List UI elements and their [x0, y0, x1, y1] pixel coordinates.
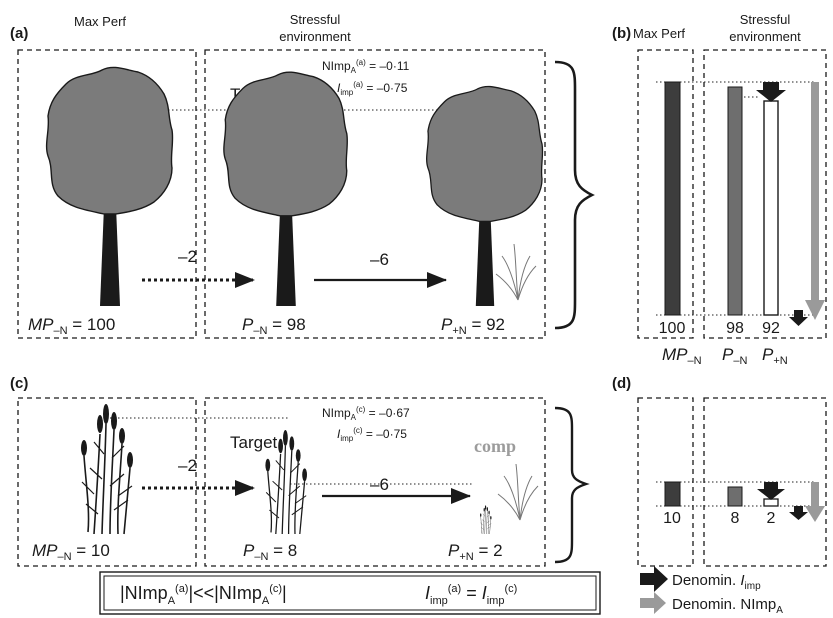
- arrow1-label-c: –2: [178, 456, 197, 475]
- p-minus-label-a: P–N = 98: [242, 315, 306, 337]
- box-stressful-c: [204, 397, 546, 567]
- nimp-a: NImpA(a) = –0·11: [322, 58, 410, 75]
- grass-a-icon: [495, 243, 537, 301]
- panel-label-d: (d): [612, 375, 631, 392]
- bar-value-d-2: 2: [767, 510, 776, 527]
- bar-value-d-1: 8: [731, 510, 740, 527]
- bar-p-plus-b: [763, 100, 779, 316]
- summary-box: [99, 571, 601, 615]
- p-plus-label-c: P+N = 2: [448, 541, 503, 563]
- legend-black-label: Denomin. Iimp: [672, 572, 761, 592]
- black-down-arrow-bottom-d-icon: [789, 506, 808, 520]
- header-stressful-b-1: Stressful: [740, 12, 791, 27]
- header-max-perf-a: Max Perf: [74, 14, 126, 29]
- legend-black-arrow-icon: [640, 566, 668, 592]
- panel-label-b: (b): [612, 25, 631, 42]
- bar-mp-d: [664, 481, 681, 507]
- axis-label-p-plus-b: P+N: [762, 345, 788, 367]
- mp-label-a: MP–N = 100: [28, 315, 115, 337]
- grass-c-icon: [497, 463, 539, 521]
- target-label-c: Target: [230, 433, 278, 452]
- bar-value-b-0: 100: [659, 320, 686, 337]
- brace-c: [554, 406, 590, 564]
- header-max-perf-b: Max Perf: [633, 26, 685, 41]
- p-plus-label-a: P+N = 92: [441, 315, 505, 337]
- summary-inequality: |NImpA(a)|<<|NImpA(c)|: [120, 583, 287, 607]
- black-down-arrow-top-d-icon: [757, 482, 785, 500]
- legend-gray-label: Denomin. NImpA: [672, 596, 783, 616]
- axis-label-mp-b: MP–N: [662, 345, 702, 367]
- bar-value-b-1: 98: [726, 320, 744, 337]
- tree-maxperf-icon: [45, 66, 174, 307]
- bar-mp-b: [664, 81, 681, 316]
- axis-label-p-minus-b: P–N: [722, 345, 747, 367]
- box-max-perf-b: [637, 49, 694, 339]
- box-max-perf-a: [17, 49, 197, 339]
- box-stressful-b: [703, 49, 827, 339]
- bar-value-b-2: 92: [762, 320, 780, 337]
- header-stressful-b-2: environment: [729, 29, 801, 44]
- gray-down-arrow-d-icon: [805, 482, 825, 522]
- bar-p-minus-b: [727, 86, 743, 316]
- p-minus-label-c: P–N = 8: [243, 541, 297, 563]
- comp-label-c: comp: [474, 436, 516, 456]
- brace-a: [554, 60, 595, 330]
- reed-maxperf-icon: [80, 403, 134, 535]
- iimp-a: Iimp(a) = –0·75: [337, 80, 408, 97]
- arrow2-label-c: –6: [370, 475, 389, 494]
- arrow2-label-a: –6: [370, 250, 389, 269]
- panel-label-a: (a): [10, 25, 28, 42]
- black-down-arrow-top-b-icon: [756, 82, 786, 102]
- reed-comp-icon: [479, 505, 492, 535]
- tree-comp-icon: [426, 85, 544, 307]
- box-stressful-a: [204, 49, 546, 339]
- box-max-perf-c: [17, 397, 197, 567]
- mp-label-c: MP–N = 10: [32, 541, 110, 563]
- gray-down-arrow-b-icon: [805, 82, 825, 320]
- summary-equality: Iimp(a) = Iimp(c): [425, 583, 517, 607]
- iimp-c: Iimp(c) = –0·75: [337, 426, 407, 443]
- header-stressful-a-1: Stressful: [290, 12, 341, 27]
- black-down-arrow-bottom-b-icon: [789, 310, 808, 326]
- legend-gray-arrow-icon: [640, 592, 666, 614]
- nimp-c: NImpA(c) = –0·67: [322, 405, 410, 422]
- bar-p-plus-d: [763, 498, 779, 507]
- tree-target-icon: [223, 71, 349, 307]
- bar-p-minus-d: [727, 486, 743, 507]
- panel-label-c: (c): [10, 375, 28, 392]
- arrow1-label-a: –2: [178, 247, 197, 266]
- summary-box-inner: [103, 575, 597, 611]
- bar-value-d-0: 10: [663, 510, 681, 527]
- header-stressful-a-2: environment: [279, 29, 351, 44]
